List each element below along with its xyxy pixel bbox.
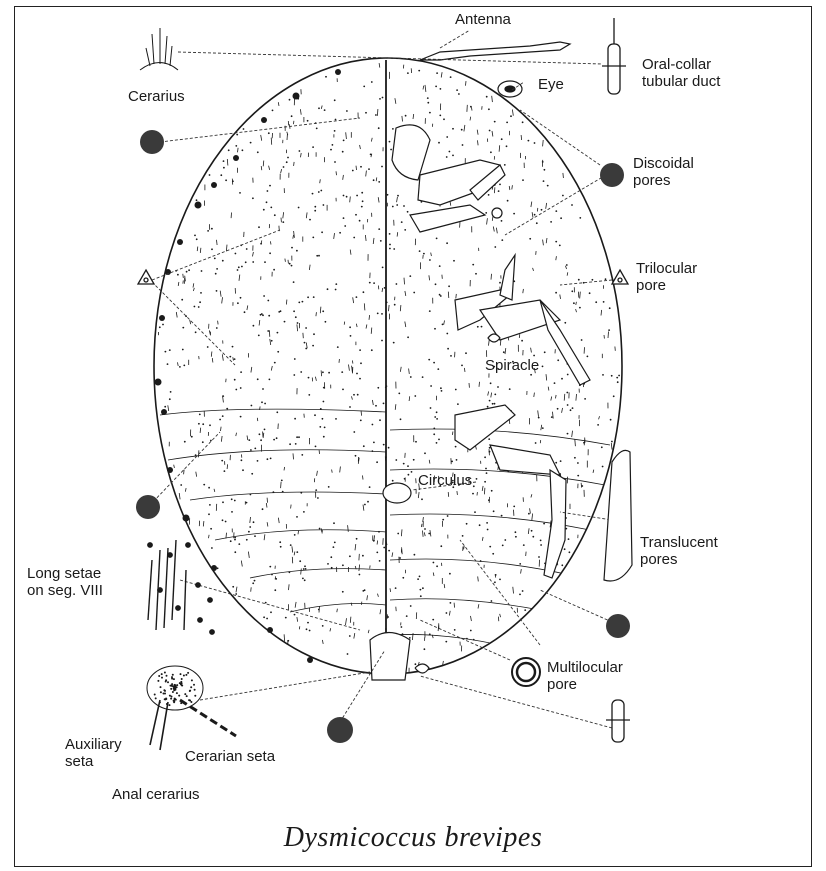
- label-spiracle: Spiracle: [485, 357, 539, 374]
- label-cerarius: Cerarius: [128, 88, 185, 105]
- discoidal-pore-icon: [606, 614, 630, 638]
- discoidal-pore-icon: [327, 717, 353, 743]
- label-eye: Eye: [538, 76, 564, 93]
- anal-cerarius-illustration: [147, 666, 236, 750]
- antenna-segments: [420, 42, 570, 60]
- label-oral-collar-duct: Oral-collar tubular duct: [642, 56, 720, 90]
- discoidal-pore-icon: [136, 495, 160, 519]
- label-anal-cerarius: Anal cerarius: [112, 786, 200, 803]
- label-auxiliary-seta: Auxiliary seta: [65, 736, 122, 770]
- discoidal-pore-icon: [140, 130, 164, 154]
- label-long-setae: Long setae on seg. VIII: [27, 565, 103, 599]
- label-multilocular-pore: Multilocular pore: [547, 659, 623, 693]
- label-circulus: Circulus: [418, 472, 472, 489]
- label-discoidal-pores: Discoidal pores: [633, 155, 694, 189]
- label-trilocular-pore: Trilocular pore: [636, 260, 697, 294]
- species-caption: Dysmicoccus brevipes: [0, 822, 826, 854]
- label-antenna: Antenna: [455, 11, 511, 28]
- body-outline: [154, 58, 622, 674]
- label-cerarian-seta: Cerarian seta: [185, 748, 275, 765]
- circulus: [383, 483, 411, 503]
- cerarius-illustration: [140, 28, 178, 70]
- label-translucent-pores: Translucent pores: [640, 534, 718, 568]
- discoidal-pore-icon: [600, 163, 624, 187]
